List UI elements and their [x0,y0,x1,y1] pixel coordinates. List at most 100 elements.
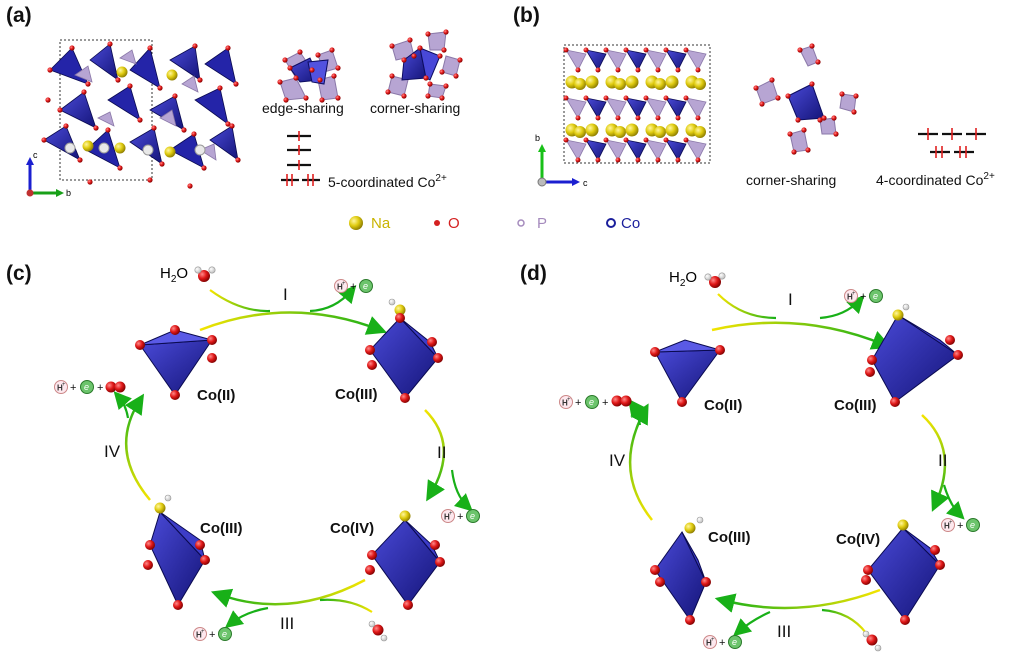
co-polyhedron [585,49,607,71]
panel-c-state-co2: Co(II) [197,387,235,404]
oxygen-atom [367,360,377,370]
co-polyhedron [169,45,201,81]
legend-o-swatch [434,220,440,226]
panel-c-arrow-II [424,409,446,502]
panel-d-octahedron-co3 [871,314,959,403]
phosphate-tetrahedron [605,49,627,71]
axis-b-label-b: b [535,133,540,143]
oxygen-atom [401,57,407,63]
panel-c-step-II: II [437,443,446,462]
sodium-atom [114,142,126,154]
electron-label: e [873,291,878,301]
oxygen-atom [365,565,375,575]
oxygen-atom [69,45,75,51]
oxygen-atom [309,67,315,73]
panel-d-label: (d) [520,262,547,285]
phosphate-tetrahedron [645,49,667,71]
oxygen-atom [831,115,837,121]
sodium-atom [654,126,666,138]
oxygen-atom [677,397,687,407]
oxygen-atom [197,77,203,83]
oxygen-atom [785,93,791,99]
panel-c-octahedron-co3 [369,317,439,399]
oxygen-atom [615,115,621,121]
o2-molecule-atom [114,381,126,393]
panel-b-axes: b c [535,133,588,188]
oxygen-atom [809,81,815,87]
oxygen-atom [277,79,283,85]
oxygen-atom [367,550,377,560]
plus-sign: + [457,511,463,523]
oxygen-atom [685,615,695,625]
oxygen-atom [797,47,803,53]
sodium-atom [574,126,586,138]
co-polyhedron [665,97,687,119]
water-oxygen [709,276,721,288]
oxygen-atom [233,81,239,87]
electron-icon [728,635,742,649]
oxygen-atom [365,345,375,355]
panel-d-arrow-III [714,588,881,613]
oxygen-atom [575,115,581,121]
oxygen-atom [663,95,669,101]
oxygen-atom [795,117,801,123]
oxygen-atom [407,37,413,43]
water-hydrogen [380,634,388,642]
panel-c-arrow-IV-out [113,391,132,419]
oxygen-atom [655,157,661,163]
oxygen-atom [833,131,839,137]
water-oxygen [372,624,384,636]
phosphate-tetrahedron [97,111,115,127]
panel-c-arrow-II-out [450,469,473,512]
oxygen-atom [400,393,410,403]
water-hydrogen [718,272,726,280]
oxygen-atom [675,67,681,73]
sodium-atom [166,69,178,81]
orbital-diagram-4-coordinated [918,128,986,158]
water-hydrogen [704,273,712,281]
proton-charge: + [449,511,453,517]
oxygen-atom [329,47,335,53]
oxygen-atom [389,73,395,79]
oxygen-atom [331,73,337,79]
oxygen-atom [701,577,711,587]
oxygen-atom [157,85,163,91]
oxygen-atom [935,560,945,570]
oxygen-atom [643,47,649,53]
oxygen-atom [47,67,53,73]
oxygen-atom [801,127,807,133]
oxygen-atom [423,75,429,81]
oxygen-atom [217,85,223,91]
phosphate-tetrahedron [645,139,667,161]
oxygen-atom [809,43,815,49]
panel-d-arrow-I-in [717,293,777,320]
legend-p-label: P [537,215,547,232]
proton-charge: + [567,397,571,403]
phosphate-tetrahedron [565,139,587,161]
oxygen-atom [663,137,669,143]
panel-d-tetrahedron-co2 [654,339,722,403]
oxygen-atom [425,93,431,99]
panel-c-arrow-I [199,311,387,335]
panel-c-state-co3: Co(III) [335,386,378,403]
oxygen-atom [147,177,153,183]
panel-c-state-co4: Co(IV) [330,520,374,537]
phosphate-tetrahedron [685,139,707,161]
oxygen-atom [563,95,569,101]
proton-icon [703,635,717,649]
electron-icon [218,627,232,641]
oxygen-atom [201,165,207,171]
corner-sharing-label-b: corner-sharing [746,172,836,188]
oxygen-atom [861,575,871,585]
phosphate-tetrahedron [605,139,627,161]
hydrogen-atom [388,298,396,306]
co-polyhedron [625,139,647,161]
proton-icon [441,509,455,523]
oxygen-atom [335,65,341,71]
oxygen-atom [85,81,91,87]
oxygen-atom [930,545,940,555]
hydrogen-atom [902,303,910,311]
co-polyhedron [49,47,89,85]
oxygen-atom [282,57,288,63]
